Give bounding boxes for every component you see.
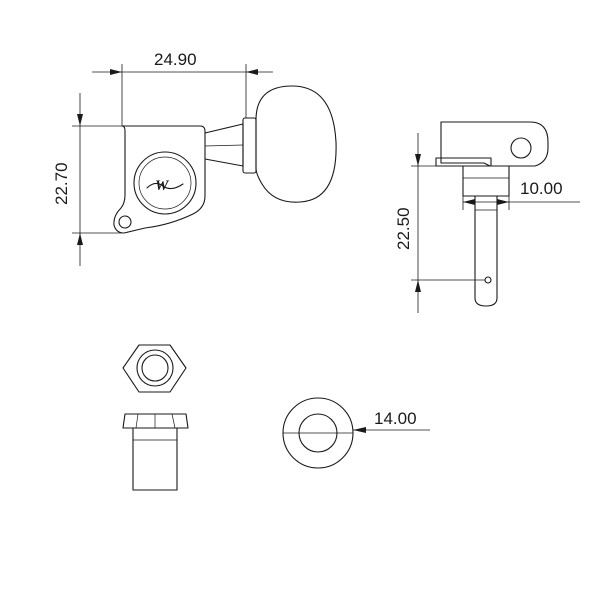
dim-washer-label: 14.00 xyxy=(374,409,417,428)
washer-view: 14.00 xyxy=(282,397,430,469)
side-bushing xyxy=(462,165,510,197)
bushing-head-facet-1 xyxy=(135,413,139,429)
dim-diameter-arrow-right xyxy=(497,199,509,205)
side-housing xyxy=(440,121,549,167)
logo-swoosh xyxy=(146,182,184,190)
side-gear-hole xyxy=(510,137,532,159)
dim-width-arrow-left xyxy=(110,69,122,75)
tuner-front-view: W 24.90 22.70 xyxy=(52,50,337,266)
tuner-button xyxy=(255,85,337,203)
tuner-housing xyxy=(113,125,206,234)
bushing-body xyxy=(132,427,178,491)
dim-diameter-label: 10.00 xyxy=(520,179,563,198)
mounting-hole xyxy=(118,215,132,229)
logo-badge-inner xyxy=(138,156,192,210)
dim-post-label: 22.50 xyxy=(394,207,413,250)
dim-width-arrow-right xyxy=(246,69,258,75)
brand-logo-text: W xyxy=(155,178,170,194)
bushing-head xyxy=(122,413,189,429)
dim-post-arrow-top xyxy=(415,154,421,166)
bushing-head-facet-3 xyxy=(171,413,176,429)
side-string-hole xyxy=(484,276,492,284)
dim-height-label: 22.70 xyxy=(52,162,71,205)
hex-nut-bore xyxy=(141,354,169,382)
shaft-line xyxy=(204,144,244,147)
logo-badge-outer xyxy=(133,151,197,215)
dim-width-label: 24.90 xyxy=(154,50,197,69)
dim-height-arrow-top xyxy=(77,114,83,126)
dim-post-arrow-bottom xyxy=(415,280,421,292)
tuner-side-view: 22.50 10.00 xyxy=(394,121,580,313)
side-flange xyxy=(435,157,492,167)
dim-height-arrow-bottom xyxy=(77,233,83,245)
hex-nut-chamfer xyxy=(136,349,174,387)
dim-washer-arrow xyxy=(353,427,366,433)
hex-nut-top-view xyxy=(122,344,187,393)
hex-nut-outline xyxy=(122,344,187,393)
side-string-post xyxy=(474,195,498,307)
bushing-side-view xyxy=(122,413,189,491)
dim-diameter-arrow-left xyxy=(463,199,475,205)
shaft-collar xyxy=(242,117,257,174)
